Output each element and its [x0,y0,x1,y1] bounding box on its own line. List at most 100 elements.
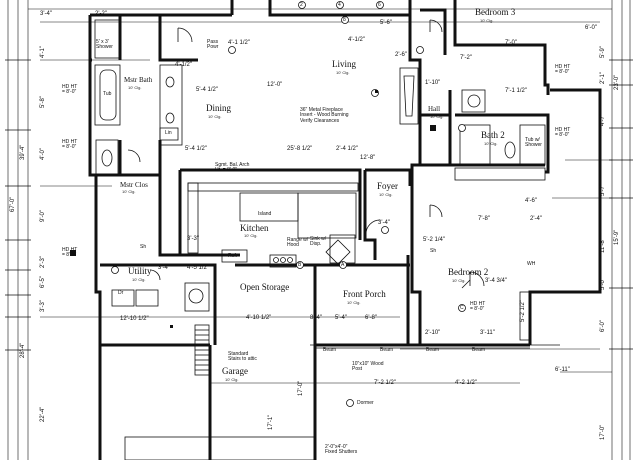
dimension-label: 17'-1" [268,414,274,430]
room-bath2-label: Bath 2 [481,130,505,140]
dimension-label: 3'-4 3/4" [485,278,507,284]
dimension-label: 6'-5" [40,276,46,288]
dimension-label: 17'-0" [298,380,304,396]
dimension-label: 4'-0" [40,148,46,160]
dimension-label: 2'-1" [600,72,606,84]
dimension-label: 2'-10" [425,330,441,336]
room-front-porch-label: Front Porch [343,289,386,299]
room-bedroom2-ceiling: 10' Clg. [452,278,466,283]
dimension-label: 7'-2 1/2" [374,380,396,386]
dimension-label: 7'-0" [505,40,517,46]
dimension-label: 4'-5 1/2" [187,265,209,271]
dimension-label: 12'-0" [267,82,283,88]
door-tag: B [298,262,302,268]
door-tag: 2 [300,2,303,8]
room-dining-label: Dining [206,103,232,113]
dimension-label: 5'-4 1/2" [185,146,207,152]
dimension-label: 3'-11" [480,330,495,336]
master-shower-note: 5' x 3' Shower [96,39,113,51]
room-bedroom3-label: Bedroom 3 [475,7,516,17]
water-heater-note: WH [527,261,536,267]
door-tag: 6 [378,2,381,8]
dimension-label: 23'-0" [614,74,620,90]
sink-disposal-note: Sink w/ Disp. [310,236,327,248]
dimension-label: 9'-0" [40,210,46,222]
dimension-label: 5'-8" [40,96,46,108]
dimension-label: 3'-4" [378,220,390,226]
room-foyer-label: Foyer [377,181,398,191]
beam-note: Beam [323,347,337,353]
dimension-label: 7'-1 1/2" [505,88,527,94]
header-height-note: HD HT = 8'-0" [555,127,571,139]
dimension-label: 28'-4" [20,342,26,358]
dimension-label: 2'-4 1/2" [336,146,358,152]
room-mstr-clos-label: Mstr Clos [120,181,148,189]
dimension-label: 4'-6" [525,198,537,204]
shelf-note: Sh [430,248,437,254]
room-utility-ceiling: 10' Clg. [132,277,146,282]
room-hall-label: Hall [428,105,441,113]
shelf-note: Sh [140,244,147,250]
dimension-label: 1'-10" [425,80,441,86]
door-tag: C [460,305,464,311]
dimension-label: 11'-8" [600,238,606,253]
header-height-note: HD HT = 8'-0" [470,301,486,313]
dimension-label: 7'-2" [460,55,472,61]
dimension-label: 2'-6" [395,52,407,58]
refrigerator-note: Ref. [228,253,238,259]
dimension-label: 3'-3" [187,236,199,242]
header-height-note: HD HT = 8'-0" [555,64,571,76]
room-mstr-clos-ceiling: 10' Clg. [122,189,136,194]
dimension-label: 15'-9" [614,229,620,245]
dryer-note: Dr [118,290,124,296]
dimension-label: 5'-7" [600,184,606,196]
dimension-label: 22'-4" [40,406,46,422]
dimension-label: 4'-1" [40,46,46,58]
dimension-label: 5'-2 1/2" [520,300,526,322]
dimension-label: 5'-9" [600,46,606,58]
dimension-label: 12'-8" [360,155,376,161]
dimension-label: 8'-4" [310,315,322,321]
header-height-note: HD HT = 8'-0" [62,84,78,96]
dimension-label: 5'-4" [335,315,347,321]
dimension-label: 17'-0" [600,424,606,440]
beam-note: Beam [426,347,440,353]
dimension-label: 2'-2" [95,11,107,17]
range-hood-note: Range w/ Hood [287,237,309,249]
dimension-label: 4'-7" [600,114,606,126]
dimension-label: 4'-2 1/2" [455,380,477,386]
room-living-label: Living [332,59,356,69]
dimension-label: 25'-8 1/2" [287,146,313,152]
beam-note: Beam [380,347,394,353]
door-tag: 4 [338,2,341,8]
master-tub-note: Tub [103,91,112,97]
room-mstr-bath-label: Mstr Bath [124,76,153,84]
linen-note: Lin [165,130,172,136]
dimension-label: 12'-10 1/2" [120,316,149,322]
dimension-label: 5'-0" [600,278,606,290]
dimension-label: 4'-1/2" [175,62,192,68]
dimension-label: 6'-11" [555,367,570,373]
room-kitchen-label: Kitchen [240,223,269,233]
room-open-storage-label: Open Storage [240,282,290,292]
dimension-label: 39'-4" [20,144,26,160]
fixed-shutters-note: 2'-0"x4'-0" Fixed Shutters [325,444,358,456]
room-foyer-ceiling: 10' Clg. [379,192,393,197]
room-living-ceiling: 10' Clg. [336,70,350,75]
attic-stairs-note: Standard Stairs to attic [228,351,257,363]
room-front-porch-ceiling: 10' Clg. [347,300,361,305]
dimension-label: 2'-4" [530,216,542,222]
dimension-label: 4'-10 1/2" [246,315,272,321]
dimension-label: 3'-3" [40,300,46,312]
powder-pass-note: Pass Powr [207,39,219,51]
dimension-label: 5'-2 1/4" [423,237,445,243]
header-height-note: HD HT = 8'-0" [62,247,78,259]
room-hall-ceiling: 10' Clg. [430,114,444,119]
header-height-note: HD HT = 8'-0" [62,139,78,151]
dimension-label: 5'-4 1/2" [196,87,218,93]
wood-post-note: 10"x10" Wood Post [352,361,384,373]
room-garage-label: Garage [222,366,248,376]
room-kitchen-ceiling: 10' Clg. [244,233,258,238]
room-garage-ceiling: 10' Clg. [225,377,239,382]
room-utility-label: Utility [128,266,152,276]
